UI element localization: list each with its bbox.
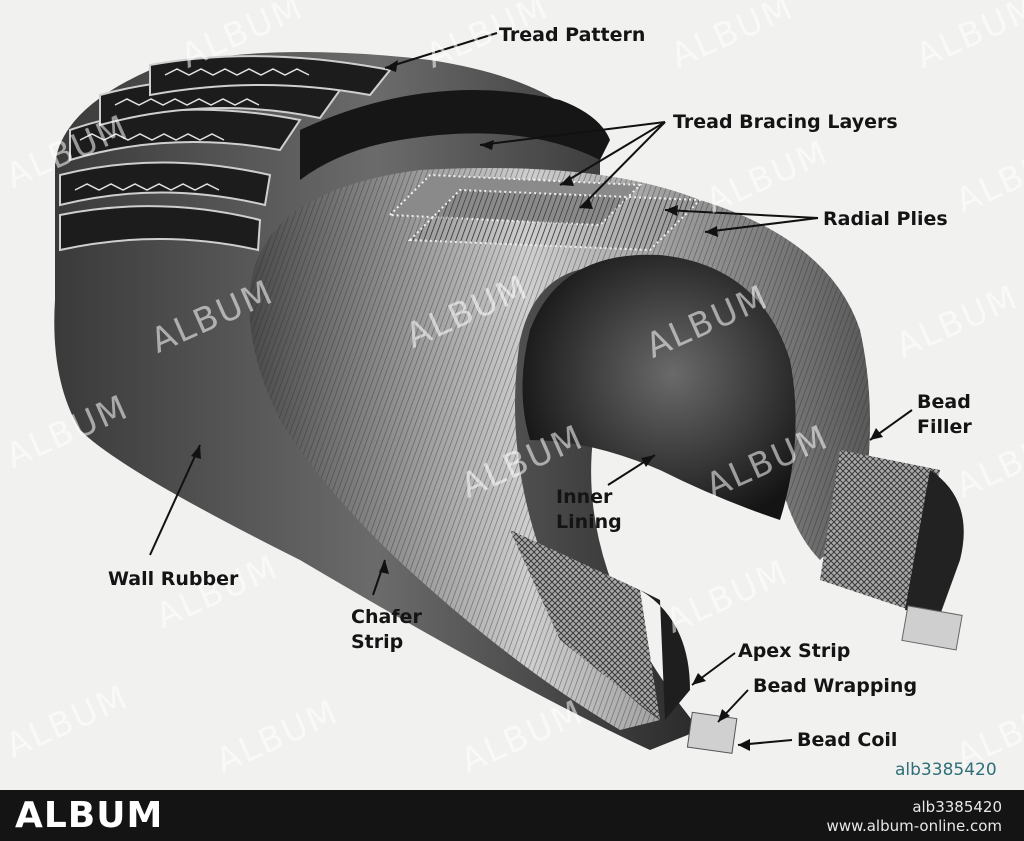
label-tread-pattern: Tread Pattern (499, 24, 646, 46)
bead-filler-right (820, 450, 940, 610)
label-chafer-strip-line1: Chafer (351, 606, 422, 628)
tread-grooves (74, 68, 310, 191)
label-bead-coil: Bead Coil (797, 729, 898, 751)
label-apex-strip: Apex Strip (738, 640, 851, 662)
label-bead-wrapping: Bead Wrapping (753, 675, 918, 697)
label-inner-lining-line2: Lining (556, 511, 622, 533)
tire-cutaway-illustration: ALBUM ALBUM ALBUM ALBUM ALBUM ALBUM ALBU… (54, 24, 997, 780)
label-bead-filler: Bead Filler (917, 390, 972, 440)
footer-bar: ALBUM alb3385420 www.album-online.com (0, 790, 1024, 841)
album-logo[interactable]: ALBUM (15, 795, 164, 836)
leader-arrowheads (191, 60, 883, 751)
label-chafer-strip: Chafer Strip (351, 605, 422, 655)
tread-blocks (59, 55, 392, 252)
footer-url-link[interactable]: www.album-online.com (826, 817, 1002, 835)
label-bead-filler-line2: Filler (917, 416, 972, 438)
image-id: alb3385420 (895, 760, 997, 780)
bead-filler-front (510, 530, 660, 720)
footer-image-id: alb3385420 (912, 798, 1002, 816)
label-chafer-strip-line2: Strip (351, 631, 404, 653)
label-inner-lining-line1: Inner (556, 486, 613, 508)
tread-edge (300, 90, 610, 180)
leader-lines (149, 32, 913, 746)
label-radial-plies: Radial Plies (823, 208, 948, 230)
inner-lining-cavity (522, 254, 796, 520)
tread-bracing-layers (387, 173, 703, 252)
tire-cutaway-drawing (54, 32, 964, 754)
label-inner-lining: Inner Lining (556, 485, 622, 535)
label-tread-bracing-layers: Tread Bracing Layers (673, 111, 898, 133)
label-wall-rubber: Wall Rubber (108, 568, 239, 590)
label-bead-filler-line1: Bead (917, 391, 971, 413)
